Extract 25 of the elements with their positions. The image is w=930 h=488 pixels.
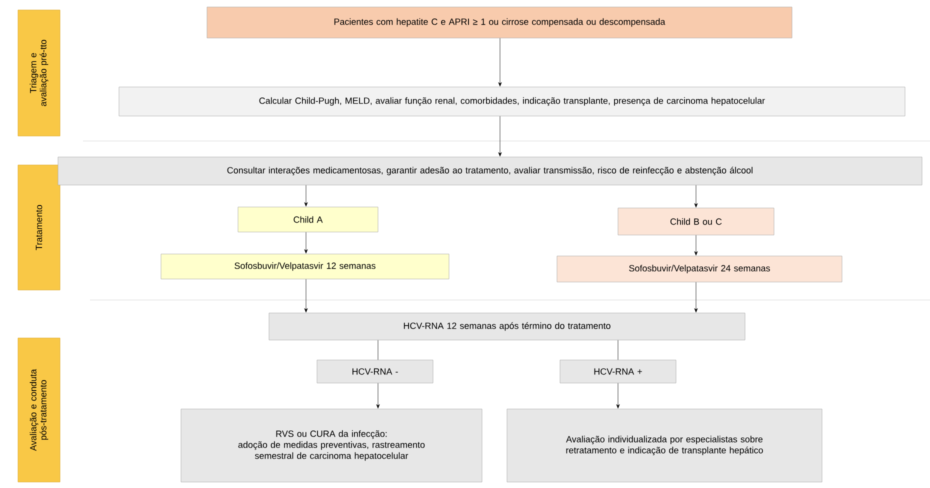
- process-box: HCV-RNA -: [316, 360, 434, 384]
- arrow: [616, 383, 620, 408]
- arrow: [694, 235, 698, 256]
- process-box: RVS ou CURA da infecção: adoção de medidas preventivas, rastreamento semestral de carcinoma hepatocelular: [180, 408, 482, 482]
- process-box: Consultar interações medicamentosas, garantir adesão ao tratamento, avaliar transmissão, risco de reinfecção e abstenção álcool: [58, 156, 922, 186]
- process-box: Sofosbuvir/Velpatasvir 24 semanas: [556, 256, 842, 282]
- arrow: [498, 116, 502, 156]
- phase-label-band: Avaliação e conduta pós-tratamento: [18, 338, 60, 482]
- arrow: [498, 38, 502, 86]
- arrow: [304, 185, 308, 206]
- process-box: HCV-RNA +: [560, 360, 676, 384]
- process-box: HCV-RNA 12 semanas após término do tratamento: [268, 312, 746, 340]
- process-box: Child B ou C: [618, 208, 774, 236]
- process-box: Calcular Child-Pugh, MELD, avaliar função renal, comorbidades, indicação transplante, presença de carcinoma hepatocelular: [118, 86, 906, 116]
- phase-label-band: Triagem e avaliação pré-tto: [18, 10, 60, 136]
- arrow: [304, 279, 308, 312]
- arrow: [304, 232, 308, 254]
- phase-label-band: Tratamento: [18, 164, 60, 290]
- arrow: [376, 383, 380, 408]
- process-box: Pacientes com hepatite C e APRI ≥ 1 ou cirrose compensada ou descompensada: [206, 6, 792, 38]
- arrow: [694, 282, 698, 312]
- process-box: Sofosbuvir/Velpatasvir 12 semanas: [160, 254, 450, 280]
- process-box: Avaliação individualizada por especialistas sobre retratamento e indicação de transplante hepático: [506, 408, 822, 482]
- arrow: [694, 185, 698, 208]
- process-box: Child A: [238, 206, 378, 232]
